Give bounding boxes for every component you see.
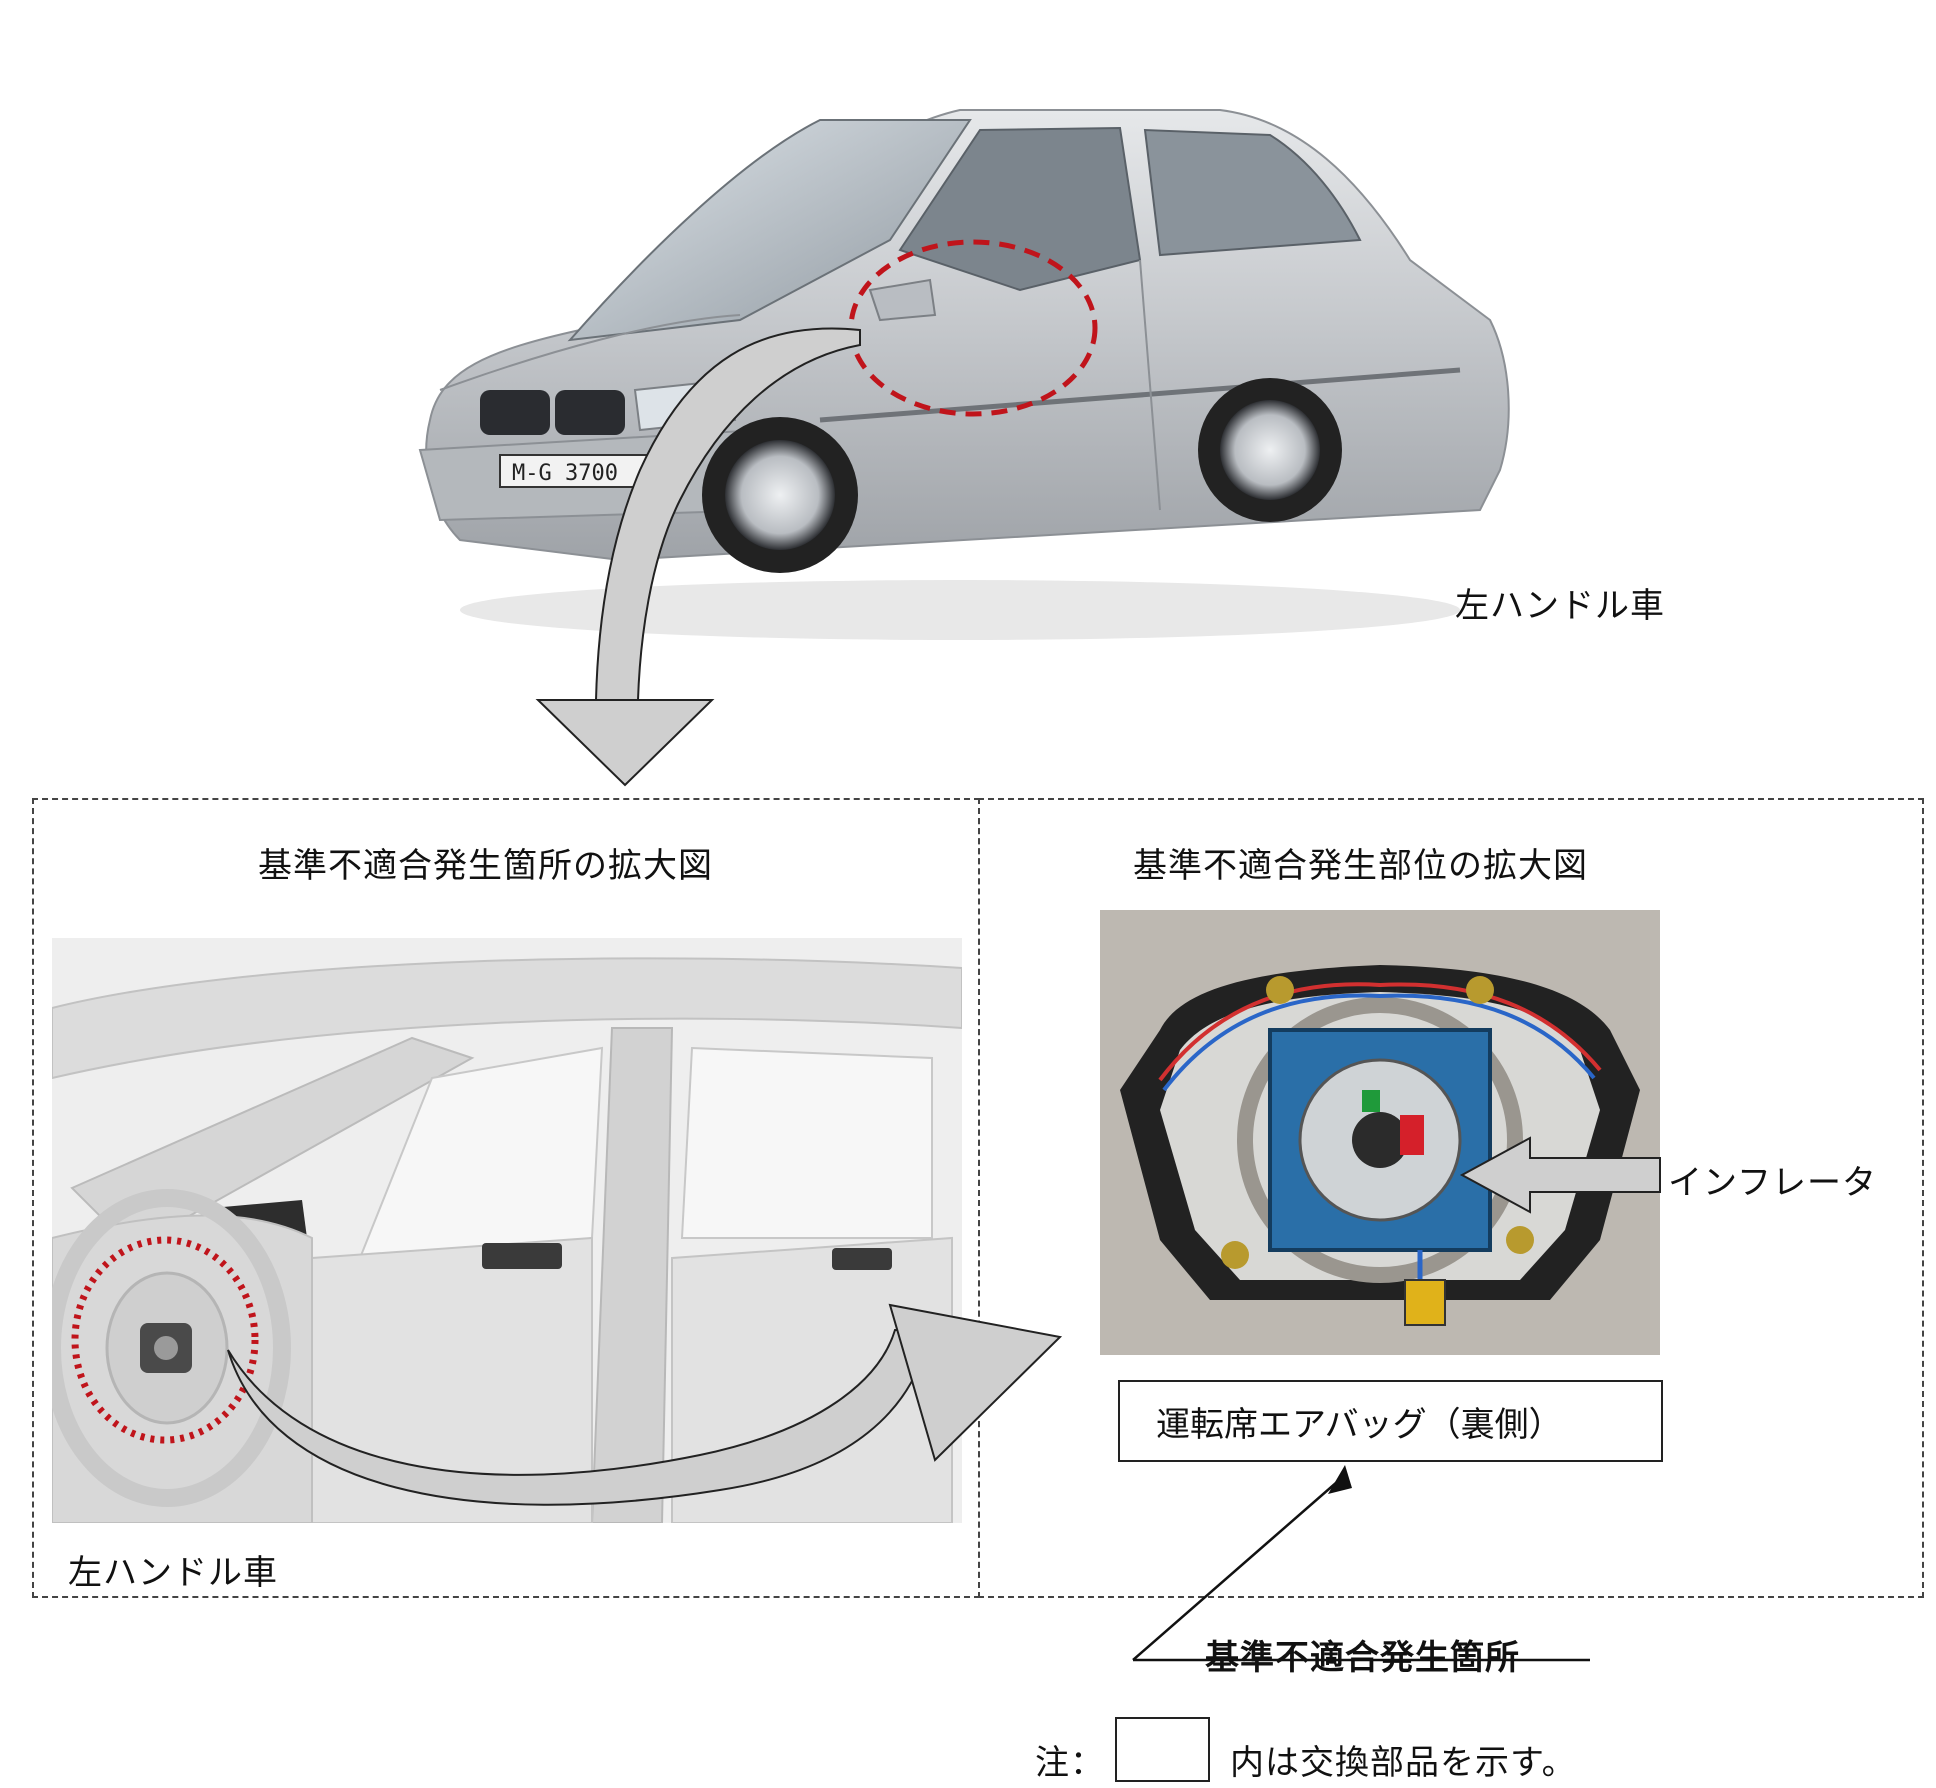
highlight-circle-steering [71, 1236, 259, 1444]
left-panel-caption: 左ハンドル車 [68, 1553, 278, 1593]
part-label-box: 運転席エアバッグ（裏側） [1118, 1380, 1663, 1462]
inflator-arrow [1459, 1136, 1661, 1214]
inflator-label: インフレータ [1668, 1163, 1877, 1203]
callout-leader [1132, 1465, 1590, 1662]
airbag-photo [1100, 910, 1660, 1355]
note-replacement-box [1115, 1717, 1210, 1782]
license-plate-text: M-G 3700 [512, 461, 618, 486]
left-panel-heading: 基準不適合発生箇所の拡大図 [258, 846, 713, 886]
highlight-circle-exterior [848, 239, 1098, 417]
right-panel-heading: 基準不適合発生部位の拡大図 [1133, 846, 1588, 886]
arrow-exterior-to-panel [535, 327, 861, 787]
arrow-steering-to-airbag [227, 1303, 1063, 1506]
right-panel-frame [978, 798, 1924, 1598]
note-prefix: 注： [1035, 1743, 1105, 1783]
part-label-text: 運転席エアバッグ（裏側） [1156, 1404, 1563, 1445]
note-suffix: 内は交換部品を示す。 [1230, 1743, 1577, 1783]
callout-label: 基準不適合発生箇所 [1205, 1638, 1520, 1678]
top-car-caption: 左ハンドル車 [1455, 586, 1665, 626]
